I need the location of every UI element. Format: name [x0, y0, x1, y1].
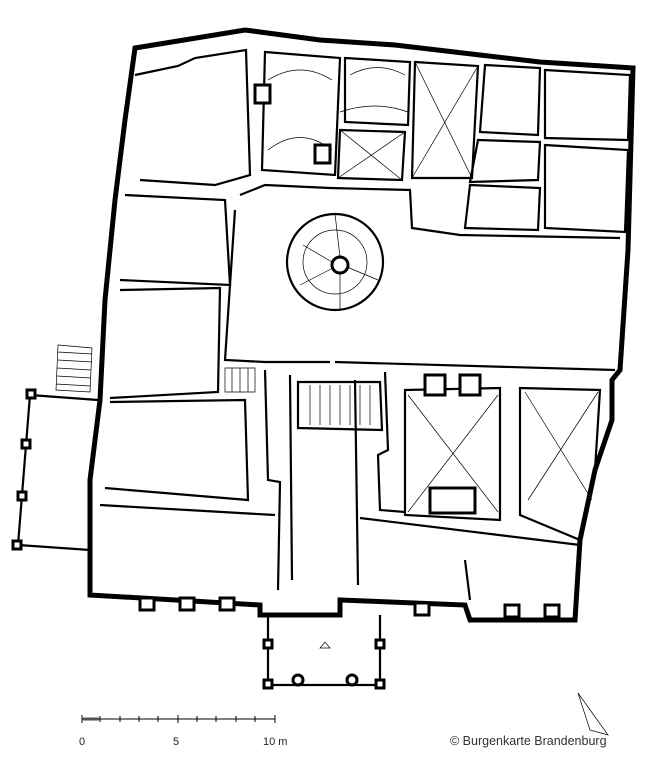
spiral-staircase [285, 212, 385, 312]
facade-piers [138, 596, 561, 619]
scale-label-10m: 10 m [263, 736, 287, 748]
side-terrace [11, 344, 99, 552]
credit-text: © Burgenkarte Brandenburg [450, 734, 607, 748]
interior-walls [99, 48, 632, 601]
scale-label-5: 5 [173, 736, 179, 748]
scale-bar: 0 5 10 m [79, 715, 287, 748]
main-staircase [224, 367, 384, 432]
scale-label-0: 0 [79, 736, 85, 748]
chimneys [253, 83, 482, 515]
vault-markings [267, 61, 599, 513]
outer-walls [87, 27, 636, 623]
front-porch [262, 615, 386, 690]
north-arrow [577, 692, 609, 736]
